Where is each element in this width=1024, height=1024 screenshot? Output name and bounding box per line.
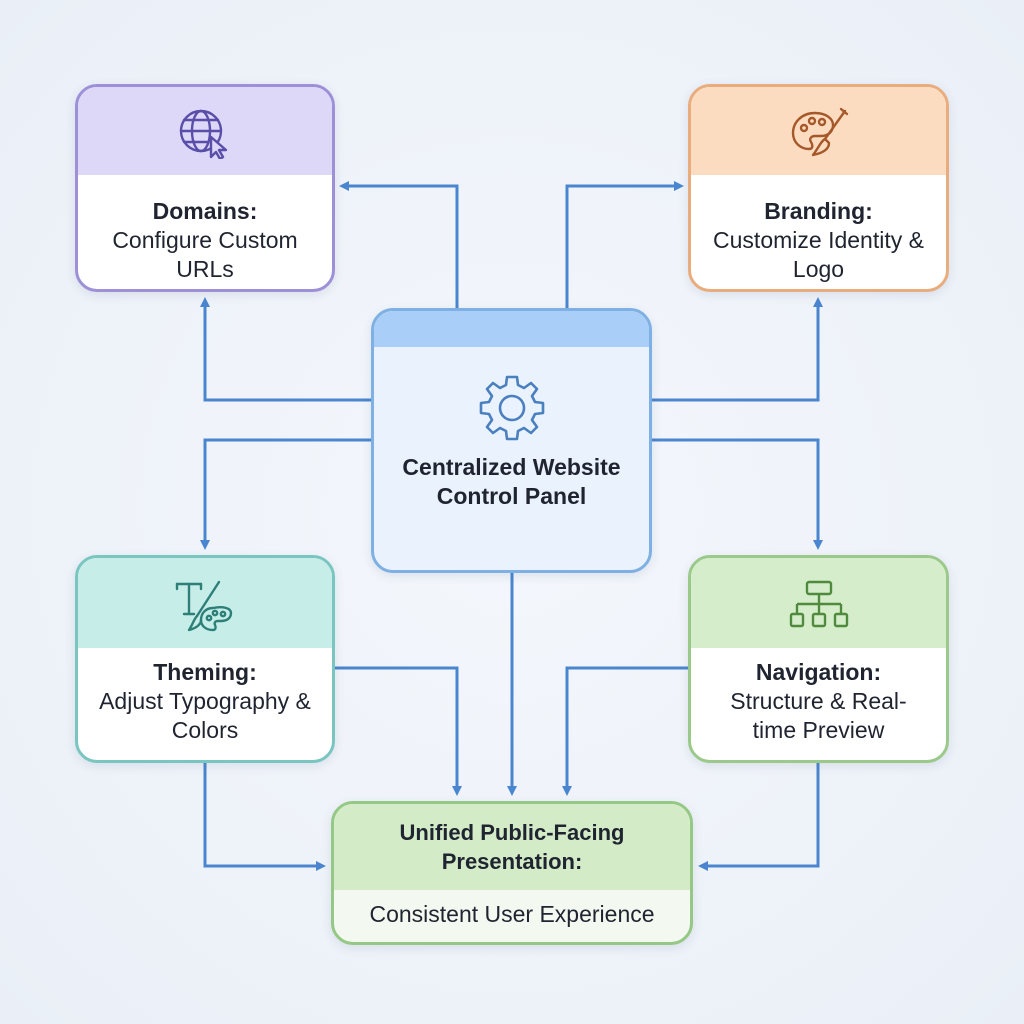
navigation-node: Navigation: Structure & Real-time Previe…: [688, 555, 949, 763]
domains-node: Domains: Configure Custom URLs: [75, 84, 335, 292]
branding-description: Customize Identity & Logo: [713, 227, 924, 282]
typography-palette-icon: [175, 580, 233, 632]
edge-navigation-to-unified-top: [562, 666, 688, 796]
theming-description: Adjust Typography & Colors: [99, 688, 311, 743]
domains-title: Domains:: [152, 198, 258, 224]
edge-central-to-navigation: [652, 438, 823, 550]
central-control-panel-node: Centralized Website Control Panel: [371, 308, 652, 573]
palette-brush-icon: [791, 107, 848, 157]
branding-text: Branding: Customize Identity & Logo: [691, 197, 946, 284]
domains-description: Configure Custom URLs: [112, 227, 298, 282]
branding-title: Branding:: [764, 198, 873, 224]
unified-title: Unified Public-Facing Presentation:: [399, 820, 625, 874]
branding-node: Branding: Customize Identity & Logo: [688, 84, 949, 292]
navigation-title: Navigation:: [755, 659, 882, 685]
navigation-text: Navigation: Structure & Real-time Previe…: [691, 658, 946, 745]
navigation-description: Structure & Real-time Preview: [730, 688, 907, 743]
central-header-band: [374, 311, 649, 347]
edge-central-to-domains-top: [339, 181, 459, 308]
edge-theming-to-unified-top: [335, 666, 462, 796]
edge-navigation-to-unified-right: [698, 763, 820, 871]
gear-icon: [479, 375, 544, 441]
edge-central-to-branding-top: [565, 181, 684, 308]
edge-central-to-branding-bottom: [652, 297, 823, 402]
globe-cursor-icon: [179, 109, 228, 159]
central-title: Centralized Website Control Panel: [402, 454, 621, 509]
unified-header-band: [334, 804, 690, 890]
theming-title: Theming:: [153, 659, 257, 685]
edge-central-to-domains-bottom: [200, 297, 371, 402]
branding-header-band: [691, 87, 946, 175]
unified-presentation-node: Unified Public-Facing Presentation: Cons…: [331, 801, 693, 945]
theming-node: Theming: Adjust Typography & Colors: [75, 555, 335, 763]
theming-text: Theming: Adjust Typography & Colors: [78, 658, 332, 745]
domains-text: Domains: Configure Custom URLs: [78, 197, 332, 284]
central-text: Centralized Website Control Panel: [374, 453, 649, 511]
edge-theming-to-unified-left: [203, 763, 326, 871]
unified-description: Consistent User Experience: [369, 901, 655, 927]
edge-central-to-theming: [200, 438, 371, 550]
sitemap-icon: [789, 580, 848, 628]
